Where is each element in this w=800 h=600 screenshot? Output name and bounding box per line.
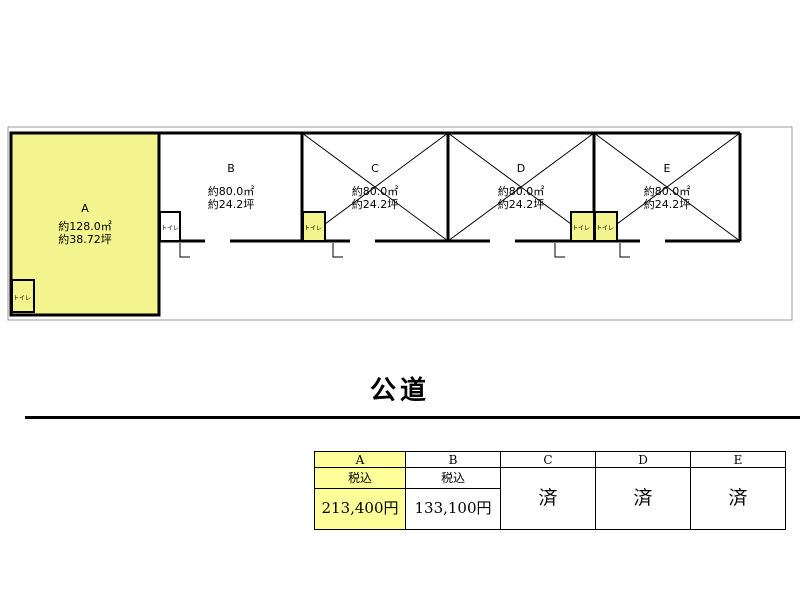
unit-d[interactable]: D 約80.0㎡ 約24.2坪 トイレ bbox=[447, 132, 595, 242]
rent-cell-c: 済 bbox=[500, 467, 596, 530]
contracted-mark-c: 済 bbox=[538, 487, 558, 509]
unit-e-label: E bbox=[664, 162, 671, 175]
unit-e-area-tsubo: 約24.2坪 bbox=[644, 197, 691, 211]
unit-b-area-tsubo: 約24.2坪 bbox=[208, 197, 255, 211]
tax-included-label: 税込 bbox=[315, 468, 405, 489]
rent-table-body-row: 税込 213,400円 税込 133,100円 済 済 済 bbox=[314, 467, 786, 530]
unit-e-toilet-label: トイレ bbox=[596, 225, 614, 232]
unit-b-toilet-label: トイレ bbox=[161, 225, 179, 232]
tax-included-label: 税込 bbox=[406, 468, 500, 489]
header-cell-a: A bbox=[314, 451, 406, 468]
rent-cell-b[interactable]: 税込 133,100円 bbox=[405, 467, 501, 530]
unit-a[interactable]: A 約128.0㎡ 約38.72坪 トイレ bbox=[9, 131, 161, 317]
rent-cell-d: 済 bbox=[595, 467, 691, 530]
unit-c-area-m2: 約80.0㎡ bbox=[352, 184, 399, 198]
rent-price-b: 133,100円 bbox=[414, 499, 492, 517]
rent-table: A B C D E 税込 213,400円 税込 133,100円 済 済 済 bbox=[314, 451, 786, 530]
unit-a-label: A bbox=[81, 202, 89, 215]
unit-d-label: D bbox=[517, 162, 525, 175]
contracted-mark-e: 済 bbox=[728, 487, 748, 509]
unit-b-area-m2: 約80.0㎡ bbox=[208, 184, 255, 198]
floor-plan: A 約128.0㎡ 約38.72坪 トイレ B 約80.0㎡ 約24.2坪 トイ… bbox=[7, 126, 793, 321]
rent-cell-a[interactable]: 税込 213,400円 bbox=[314, 467, 406, 530]
unit-c-area-tsubo: 約24.2坪 bbox=[352, 197, 399, 211]
unit-d-toilet-label: トイレ bbox=[572, 225, 590, 232]
unit-e[interactable]: E 約80.0㎡ 約24.2坪 トイレ bbox=[593, 132, 741, 242]
unit-b-label: B bbox=[227, 162, 235, 175]
unit-e-toilet bbox=[594, 211, 618, 242]
unit-c-toilet bbox=[302, 211, 326, 242]
unit-a-area-m2: 約128.0㎡ bbox=[58, 219, 112, 233]
header-cell-c: C bbox=[500, 451, 596, 468]
rent-price-a: 213,400円 bbox=[321, 499, 399, 517]
unit-a-toilet bbox=[11, 279, 35, 313]
unit-row-b-e bbox=[157, 131, 742, 315]
site-outline bbox=[7, 126, 793, 321]
unit-a-area-tsubo: 約38.72坪 bbox=[58, 232, 112, 246]
unit-b-toilet bbox=[159, 211, 181, 242]
header-cell-e: E bbox=[690, 451, 786, 468]
unit-b[interactable]: B 約80.0㎡ 約24.2坪 トイレ bbox=[159, 162, 255, 242]
door-marks bbox=[179, 239, 665, 258]
public-road-line bbox=[25, 416, 800, 419]
unit-c-label: C bbox=[371, 162, 379, 175]
header-cell-b: B bbox=[405, 451, 501, 468]
unit-c[interactable]: C 約80.0㎡ 約24.2坪 トイレ bbox=[301, 132, 449, 242]
unit-d-area-m2: 約80.0㎡ bbox=[498, 184, 545, 198]
rent-table-header-row: A B C D E bbox=[314, 451, 786, 468]
header-cell-d: D bbox=[595, 451, 691, 468]
contracted-mark-d: 済 bbox=[633, 487, 653, 509]
unit-a-toilet-label: トイレ bbox=[13, 295, 31, 302]
unit-c-toilet-label: トイレ bbox=[304, 225, 322, 232]
unit-d-area-tsubo: 約24.2坪 bbox=[498, 197, 545, 211]
public-road-label: 公道 bbox=[369, 376, 430, 406]
rent-cell-e: 済 bbox=[690, 467, 786, 530]
unit-e-area-m2: 約80.0㎡ bbox=[644, 184, 691, 198]
